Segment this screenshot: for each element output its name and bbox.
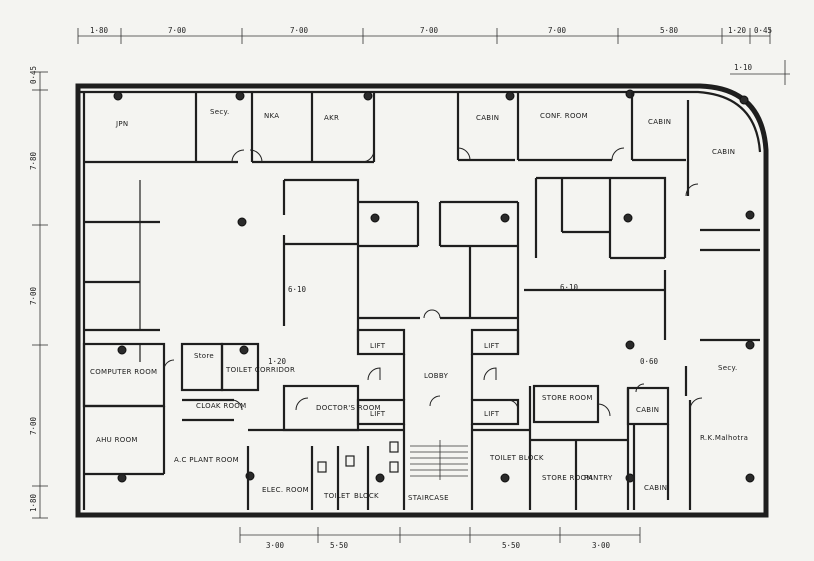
stair-treads	[410, 440, 468, 480]
room-label-lift-4: LIFT	[484, 410, 500, 418]
room-label-secy-top: Secy.	[210, 108, 229, 116]
dim-top-4: 7·00	[420, 26, 439, 35]
dim-left-1: 0·45	[29, 66, 38, 84]
room-label-cabin-top: CABIN	[476, 114, 499, 122]
room-label-elec-room: ELEC. ROOM	[262, 486, 309, 494]
dim-bottom-2: 5·50	[330, 541, 349, 550]
dim-top-7: 1·20	[728, 26, 747, 35]
room-label-store-room-2: STORE ROOM	[542, 474, 593, 482]
dim-top-8: 0·45	[754, 26, 772, 35]
room-label-rk-malhotra: R.K.Malhotra	[700, 434, 748, 442]
room-label-lift-1: LIFT	[370, 342, 386, 350]
room-label-lift-3: LIFT	[370, 410, 386, 418]
room-label-secy-right: Secy.	[718, 364, 737, 372]
dim-inner-3: 0·60	[640, 357, 659, 366]
dim-top-1: 1·80	[90, 26, 109, 35]
room-label-lobby: LOBBY	[424, 372, 449, 380]
dim-inner-2: 6·10	[560, 283, 579, 292]
room-label-ac-plant-room: A.C PLANT ROOM	[174, 456, 239, 464]
room-label-cloak-room: CLOAK ROOM	[196, 402, 246, 410]
room-label-cabin-lower: CABIN	[636, 406, 659, 414]
dim-right-1: 1·10	[734, 63, 753, 72]
room-label-conf-room: CONF. ROOM	[540, 112, 588, 120]
room-label-lift-2: LIFT	[484, 342, 500, 350]
outer-walls	[75, 83, 769, 518]
room-label-store-room-1: STORE ROOM	[542, 394, 593, 402]
room-label-nka: NKA	[264, 112, 279, 120]
room-label-toilet-corridor: TOILET CORRIDOR	[225, 366, 295, 374]
room-label-pantry: PANTRY	[584, 474, 613, 482]
room-label-cabin-r: CABIN	[712, 148, 735, 156]
dim-bottom-1: 3·00	[266, 541, 285, 550]
room-label-ahu-room: AHU ROOM	[96, 436, 138, 444]
dim-inner-1: 6·10	[288, 285, 307, 294]
room-label-doctors-room: DOCTOR'S ROOM	[316, 404, 381, 412]
dim-left-2: 7·80	[29, 151, 38, 170]
room-label-computer-room: COMPUTER ROOM	[90, 368, 157, 376]
dim-top-3: 7·00	[290, 26, 309, 35]
dim-top-6: 5·80	[660, 26, 679, 35]
room-label-staircase: STAIRCASE	[408, 494, 449, 502]
room-label-toilet-block-right: TOILET BLOCK	[489, 454, 544, 462]
room-label-block: BLOCK	[354, 492, 379, 500]
room-label-akr: AKR	[324, 114, 339, 122]
dim-top-2: 7·00	[168, 26, 187, 35]
room-label-cabin-tr: CABIN	[648, 118, 671, 126]
dimension-lines	[32, 28, 790, 543]
door-swings	[163, 147, 703, 417]
room-label-jpn: JPN	[115, 120, 128, 128]
dim-left-4: 7·00	[29, 416, 38, 435]
dim-bottom-3: 5·50	[502, 541, 521, 550]
room-labels: JPN Secy. NKA AKR CABIN CONF. ROOM CABIN…	[90, 108, 748, 502]
dim-left-3: 7·00	[29, 286, 38, 305]
room-label-toilet: TOILET	[323, 492, 351, 500]
dim-bottom-4: 3·00	[592, 541, 611, 550]
room-label-store: Store	[194, 352, 214, 360]
dim-top-5: 7·00	[548, 26, 567, 35]
dimension-labels: 1·80 7·00 7·00 7·00 7·00 5·80 1·20 0·45 …	[29, 26, 772, 550]
dim-inner-4: 1·20	[268, 357, 287, 366]
interior-walls	[82, 92, 760, 510]
room-label-cabin-small: CABIN	[644, 484, 667, 492]
dim-left-5: 1·80	[29, 493, 38, 512]
